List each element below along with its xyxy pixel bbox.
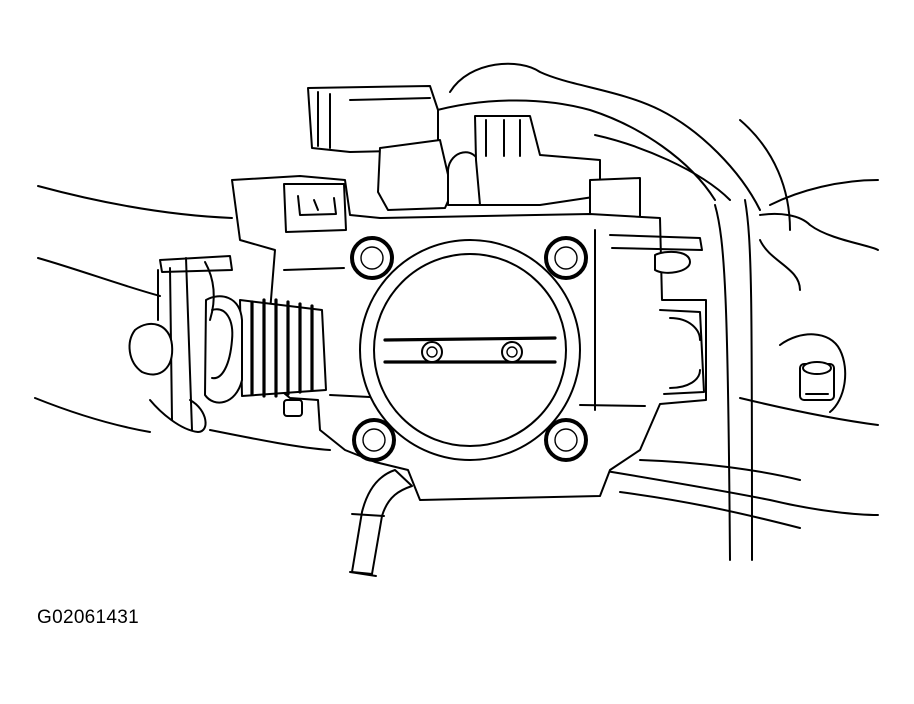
throttle-bore bbox=[359, 239, 581, 461]
mounting-bolt-bottom-right bbox=[544, 418, 588, 462]
top-connectors bbox=[307, 85, 641, 227]
mounting-bolt-top-left bbox=[350, 236, 394, 280]
engine-background-outline bbox=[34, 62, 879, 561]
throttle-linkage bbox=[128, 255, 327, 433]
mounting-bolts bbox=[350, 236, 588, 462]
mounting-bolt-bottom-left bbox=[352, 418, 396, 462]
side-bolt bbox=[799, 361, 835, 401]
coolant-hose bbox=[349, 469, 413, 577]
figure-id-label: G02061431 bbox=[37, 607, 140, 628]
mounting-bolt-top-right bbox=[544, 236, 588, 280]
